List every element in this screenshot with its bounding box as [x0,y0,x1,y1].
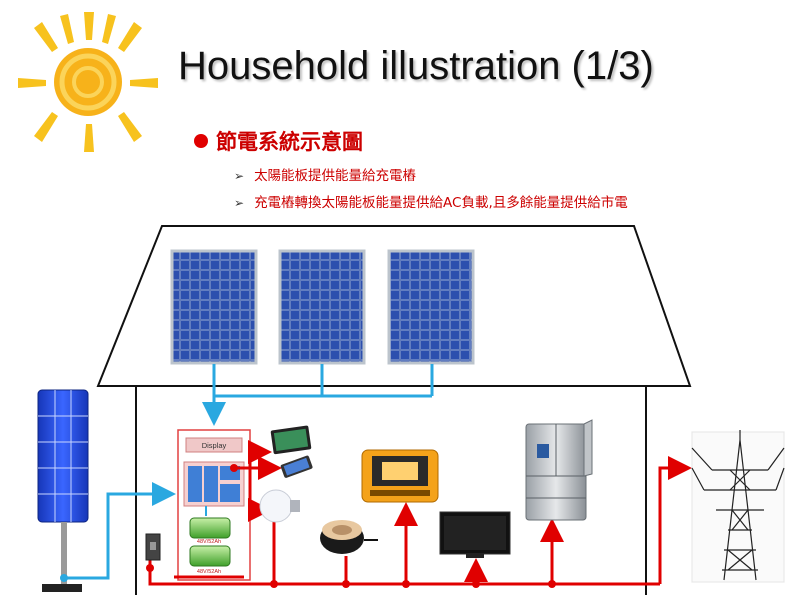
tv [439,511,511,558]
page-title: Household illustration (1/3) [178,44,654,88]
vertical-solar-tower [37,389,89,592]
arrow-bullet-icon: ➢ [234,196,245,210]
battery-label: 48V/52Ah [197,539,221,545]
smartphone [280,455,313,478]
sub-bullet: ➢ 太陽能板提供能量給充電樁 [234,164,416,184]
induction-cooker [320,520,378,554]
light-bulb [259,489,300,523]
main-bullet-text: 節電系統示意圖 [216,130,363,154]
house-outline [96,225,692,595]
battery-label: 48V/52Ah [197,569,221,575]
main-bullet: 節電系統示意圖 [194,126,363,156]
junction-dot [60,464,556,588]
tablet [270,425,312,455]
sun-icon [18,12,158,152]
transmission-tower [691,430,785,583]
refrigerator [525,419,593,521]
dc-power-line [64,364,434,580]
display-label: Display [202,441,227,450]
wall-socket [145,533,161,561]
arrow-bullet-icon: ➢ [234,169,245,183]
bullet-dot-icon [194,134,208,148]
sub-bullet-text: 太陽能板提供能量給充電樁 [254,168,417,184]
charging-station [177,429,251,581]
portable-power-station [361,449,439,503]
sub-bullet-text: 充電樁轉換太陽能板能量提供給AC負載,且多餘能量提供給市電 [254,195,628,211]
sub-bullet: ➢ 充電樁轉換太陽能板能量提供給AC負載,且多餘能量提供給市電 [234,191,628,211]
solar-panel [170,249,475,365]
